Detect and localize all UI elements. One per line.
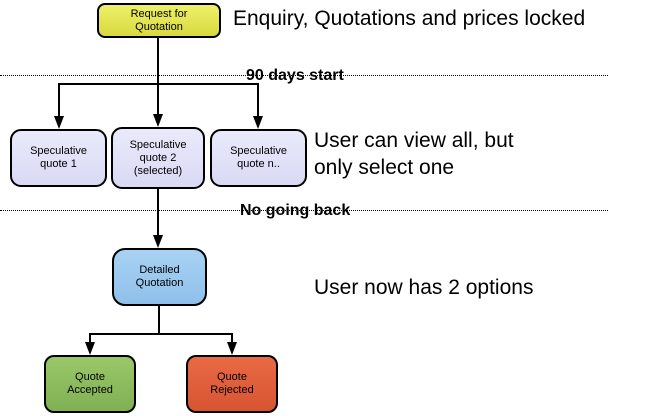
arrow-down-icon bbox=[253, 116, 263, 129]
node-speculative-quote-2-selected: Speculative quote 2 (selected) bbox=[111, 127, 205, 189]
connector-drop-rejected bbox=[231, 333, 233, 342]
connector-drop-accepted bbox=[89, 333, 91, 342]
node-quote-rejected: Quote Rejected bbox=[186, 355, 278, 413]
annotation-enquiry: Enquiry, Quotations and prices locked bbox=[233, 7, 586, 30]
connector-detailed-down bbox=[158, 306, 160, 335]
connector-drop-specn bbox=[257, 83, 259, 116]
connector-drop-spec1 bbox=[58, 83, 60, 116]
connector-drop-spec2 bbox=[157, 83, 159, 114]
connector-request-down bbox=[157, 37, 159, 85]
arrow-down-icon bbox=[153, 235, 163, 248]
arrow-down-icon bbox=[54, 116, 64, 129]
arrow-down-icon bbox=[227, 342, 237, 355]
arrow-down-icon bbox=[85, 342, 95, 355]
divider-label-no-going-back: No going back bbox=[240, 202, 351, 219]
annotation-user-2-options: User now has 2 options bbox=[314, 276, 534, 299]
connector-spec2-detailed bbox=[157, 189, 159, 235]
divider-line-90-days bbox=[0, 75, 608, 76]
node-request-for-quotation: Request for Quotation bbox=[97, 3, 221, 38]
connector-branch-bottom bbox=[89, 333, 233, 335]
divider-label-90-days: 90 days start bbox=[246, 67, 344, 84]
node-speculative-quote-n: Speculative quote n.. bbox=[210, 129, 307, 187]
annotation-user-can-view: User can view all, but only select one bbox=[314, 129, 514, 179]
node-speculative-quote-1: Speculative quote 1 bbox=[10, 129, 107, 187]
arrow-down-icon bbox=[153, 114, 163, 127]
node-detailed-quotation: Detailed Quotation bbox=[112, 248, 207, 306]
divider-line-no-going-back bbox=[0, 210, 608, 211]
node-quote-accepted: Quote Accepted bbox=[44, 355, 136, 413]
